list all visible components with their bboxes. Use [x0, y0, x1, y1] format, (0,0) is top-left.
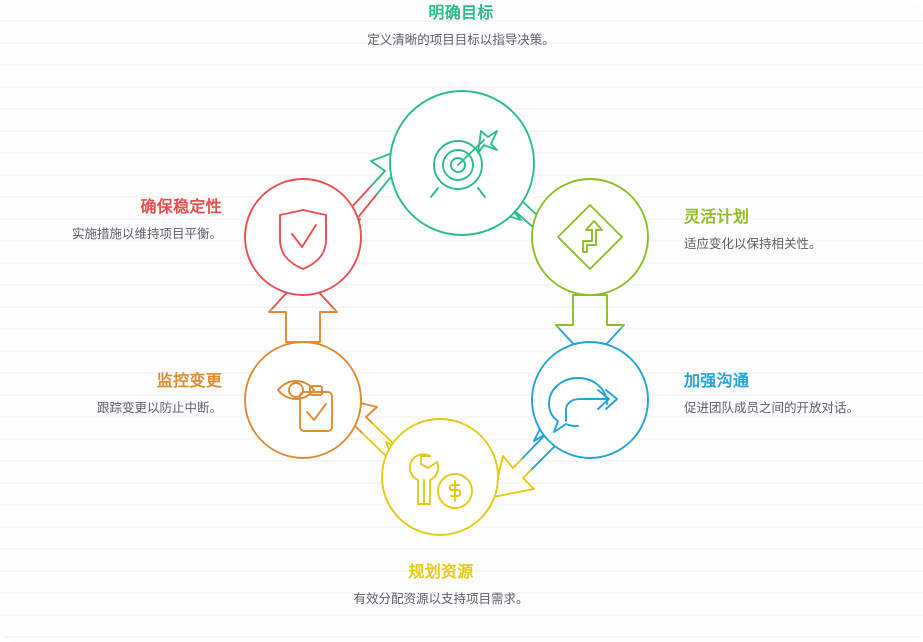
- node-monitoring-circle[interactable]: [244, 341, 362, 459]
- node-stability[interactable]: [244, 178, 362, 296]
- label-resources-title: 规划资源: [408, 564, 474, 581]
- label-resources: 规划资源 有效分配资源以支持项目需求。: [311, 563, 571, 609]
- node-resources-circle[interactable]: [381, 418, 499, 536]
- speech-bubble-arrow-icon: [548, 377, 618, 433]
- eye-clipboard-icon: [277, 380, 333, 432]
- arrow-comm-to-resources: [492, 426, 557, 498]
- label-flexible-plan-title: 灵活计划: [684, 209, 750, 226]
- arrow-flexible-to-comm: [555, 294, 625, 363]
- node-flexible-plan[interactable]: [531, 178, 649, 296]
- node-stability-circle[interactable]: [244, 178, 362, 296]
- label-stability-title: 确保稳定性: [140, 199, 222, 216]
- shield-check-icon: [279, 209, 327, 270]
- node-goals-circle[interactable]: [389, 90, 535, 236]
- label-communication-description: 促进团队成员之间的开放对话。: [684, 401, 860, 415]
- winding-road-sign-icon: [557, 204, 623, 270]
- node-monitoring[interactable]: [244, 341, 362, 459]
- label-resources-description: 有效分配资源以支持项目需求。: [353, 592, 529, 606]
- arrow-monitor-to-stability: [268, 274, 338, 343]
- label-goals: 明确目标 定义清晰的项目目标以指导决策。: [331, 4, 591, 50]
- label-goals-title: 明确目标: [428, 5, 494, 22]
- node-flexible-plan-circle[interactable]: [531, 178, 649, 296]
- node-goals[interactable]: [389, 90, 535, 236]
- label-communication: 加强沟通 促进团队成员之间的开放对话。: [684, 372, 884, 418]
- node-communication[interactable]: [531, 341, 649, 459]
- label-monitoring-description: 跟踪变更以防止中断。: [96, 401, 222, 415]
- wrench-coin-icon: [408, 453, 473, 509]
- node-communication-circle[interactable]: [531, 341, 649, 459]
- node-resources[interactable]: [381, 418, 499, 536]
- label-monitoring: 监控变更 跟踪变更以防止中断。: [22, 372, 222, 418]
- label-stability: 确保稳定性 实施措施以维持项目平衡。: [22, 198, 222, 244]
- label-goals-description: 定义清晰的项目目标以指导决策。: [367, 33, 555, 47]
- label-flexible-plan: 灵活计划 适应变化以保持相关性。: [684, 208, 902, 254]
- label-communication-title: 加强沟通: [684, 373, 750, 390]
- label-flexible-plan-description: 适应变化以保持相关性。: [684, 237, 822, 251]
- label-monitoring-title: 监控变更: [156, 373, 222, 390]
- label-stability-description: 实施措施以维持项目平衡。: [71, 227, 222, 241]
- target-arrow-icon: [430, 130, 498, 198]
